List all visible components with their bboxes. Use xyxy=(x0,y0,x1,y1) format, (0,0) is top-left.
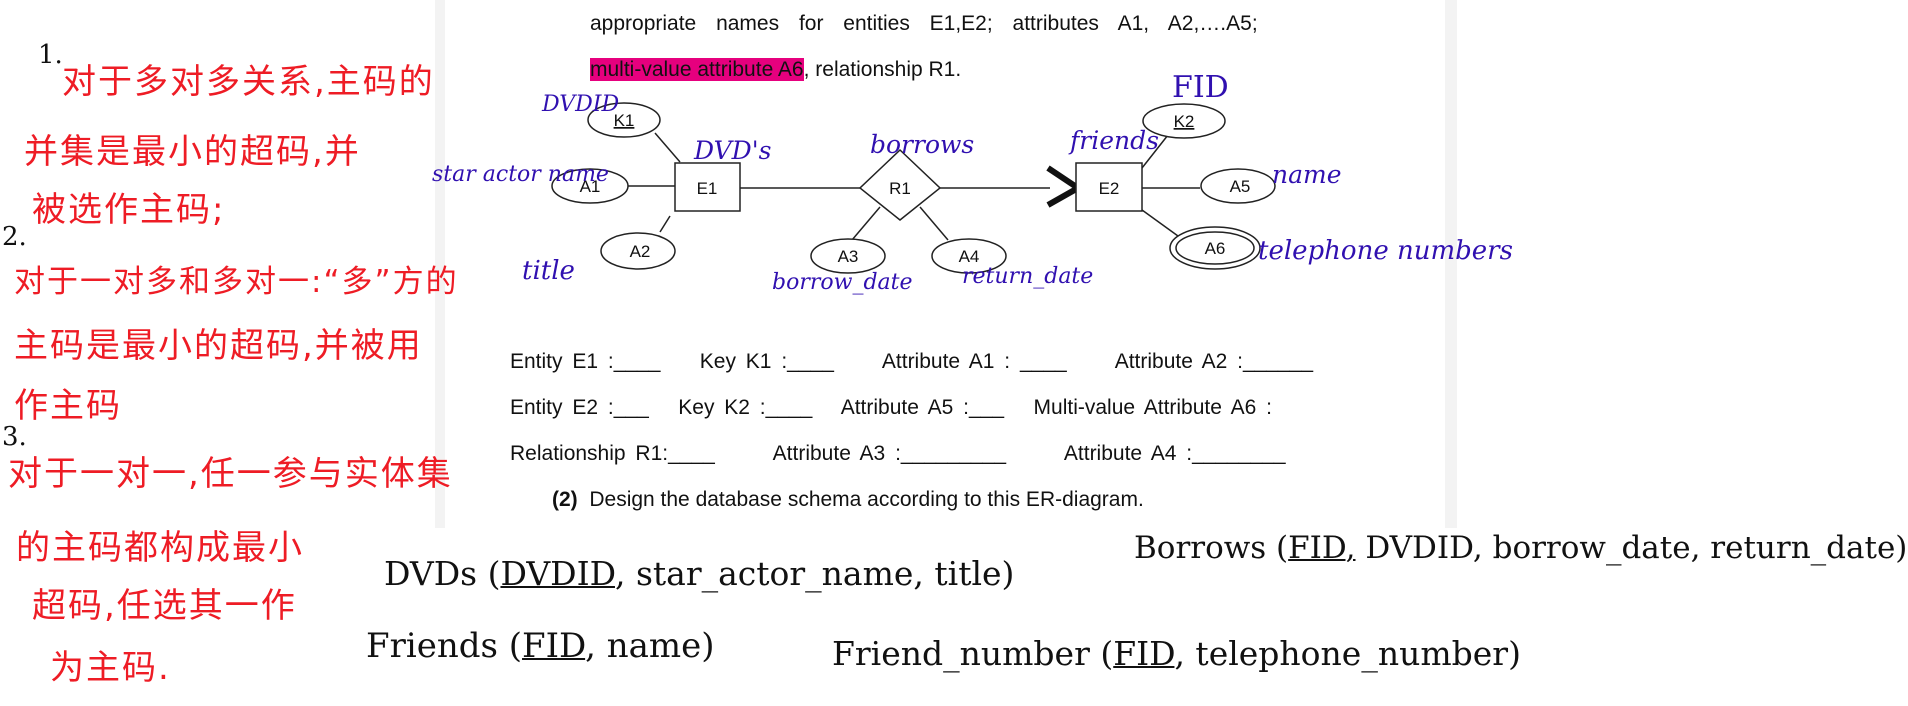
annotation-borrows: borrows xyxy=(870,130,975,159)
a2-connector xyxy=(659,215,671,233)
note-line-10: 为主码. xyxy=(50,648,171,688)
schema-dvds-key: DVDID xyxy=(500,554,615,593)
attr-k2-ellipse xyxy=(1142,103,1226,139)
form-attr-a6: Multi-value Attribute A6 : xyxy=(1033,396,1272,419)
highlighted-text: multi-value attribute A6 xyxy=(590,58,804,81)
attr-a3-ellipse xyxy=(810,238,886,274)
annotation-dvds: DVD's xyxy=(694,136,772,165)
a3-connector xyxy=(851,206,881,241)
attr-a6-label: A6 xyxy=(1205,239,1226,258)
schema-dvds-name: DVDs ( xyxy=(384,554,501,593)
schema-dvds: DVDs (DVDID, star_actor_name, title) xyxy=(384,554,1014,593)
form-attr-a3: Attribute A3 :_________ xyxy=(772,442,1007,465)
note-number-2: 2. xyxy=(2,222,27,252)
entity-e2-label: E2 xyxy=(1099,179,1120,198)
form-key-k2: Key K2 :____ xyxy=(678,396,813,419)
entity-e1-box xyxy=(674,162,741,212)
attr-a6-outer-ellipse xyxy=(1169,226,1261,270)
attr-a3-label: A3 xyxy=(838,247,859,266)
schema-friends-key: FID xyxy=(522,626,586,666)
a4-connector xyxy=(919,206,949,241)
schema-friend-number-key: FID xyxy=(1113,634,1175,673)
note-line-3: 被选作主码; xyxy=(32,190,226,230)
annotation-title: title xyxy=(522,256,575,286)
intro-line-2-rest: , relationship R1. xyxy=(803,58,962,81)
schema-borrows-name: Borrows ( xyxy=(1134,530,1289,566)
entity-e1-label: E1 xyxy=(697,179,718,198)
form-attr-a5: Attribute A5 :___ xyxy=(840,396,1004,419)
form-entity-e2: Entity E2 :___ xyxy=(510,396,649,419)
attr-k1-label: K1 xyxy=(614,111,635,130)
form-attr-a2: Attribute A2 :______ xyxy=(1114,350,1314,373)
annotation-borrow-date: borrow_date xyxy=(772,270,913,295)
annotation-friends: friends xyxy=(1070,126,1159,155)
intro-line-1: appropriate names for entities E1,E2; at… xyxy=(590,12,1258,35)
arrow-head-icon xyxy=(1046,165,1084,208)
schema-friend-number: Friend_number (FID, telephone_number) xyxy=(832,634,1521,673)
relationship-r1-diamond xyxy=(858,148,942,221)
relationship-r1-label: R1 xyxy=(889,179,911,198)
attr-a1-ellipse xyxy=(551,168,629,204)
schema-borrows: Borrows (FID, DVDID, borrow_date, return… xyxy=(1134,530,1907,566)
attr-a2-ellipse xyxy=(600,232,676,270)
attr-a2-label: A2 xyxy=(630,242,651,261)
question-line: (2) Design the database schema according… xyxy=(552,488,1144,512)
form-relationship-r1: Relationship R1:____ xyxy=(510,442,715,465)
note-line-1: 对于多对多关系,主码的 xyxy=(62,62,435,102)
schema-friend-number-name: Friend_number ( xyxy=(832,634,1114,673)
a6-connector xyxy=(1141,209,1179,237)
form-attr-a4: Attribute A4 :________ xyxy=(1063,442,1286,465)
schema-friend-number-rest: , telephone_number) xyxy=(1174,634,1521,673)
attr-k2-label: K2 xyxy=(1174,112,1195,131)
annotation-dvdid: DVDID xyxy=(542,92,620,117)
note-number-3: 3. xyxy=(2,422,27,452)
k2-connector xyxy=(1141,134,1169,169)
annotation-fid: FID xyxy=(1172,70,1229,105)
schema-friends: Friends (FID, name) xyxy=(366,626,715,666)
note-line-9: 超码,任选其一作 xyxy=(32,586,297,626)
attr-a5-label: A5 xyxy=(1230,177,1251,196)
schema-borrows-key: FID, xyxy=(1288,530,1356,566)
form-attr-a1: Attribute A1 : ____ xyxy=(881,350,1067,373)
attr-a6-inner-ellipse xyxy=(1175,231,1255,265)
note-line-2: 并集是最小的超码,并 xyxy=(24,132,361,172)
form-row-1: Entity E1 :____ Key K1 :____ Attribute A… xyxy=(510,350,1313,374)
note-line-4: 对于一对多和多对一:“多”方的 xyxy=(14,264,459,300)
note-line-6: 作主码 xyxy=(14,386,122,426)
question-text: Design the database schema according to … xyxy=(589,488,1144,511)
entity-e2-box xyxy=(1075,162,1143,212)
schema-borrows-rest: DVDID, borrow_date, return_date) xyxy=(1355,530,1908,566)
annotation-star-actor: star actor name xyxy=(432,162,609,187)
intro-line-2: multi-value attribute A6, relationship R… xyxy=(590,58,961,82)
form-row-2: Entity E2 :___ Key K2 :____ Attribute A5… xyxy=(510,396,1272,420)
question-number: (2) xyxy=(552,488,578,511)
attr-k1-ellipse xyxy=(587,102,661,138)
annotation-telephone: telephone numbers xyxy=(1258,236,1513,266)
attr-a1-label: A1 xyxy=(580,177,601,196)
schema-friends-rest: , name) xyxy=(585,626,715,666)
attr-a4-label: A4 xyxy=(959,247,980,266)
annotation-return-date: return_date xyxy=(962,264,1094,289)
form-entity-e1: Entity E1 :____ xyxy=(510,350,661,373)
note-line-8: 的主码都构成最小 xyxy=(16,528,304,568)
attr-a5-ellipse xyxy=(1200,168,1276,204)
form-row-3: Relationship R1:____ Attribute A3 :_____… xyxy=(510,442,1286,466)
schema-friends-name: Friends ( xyxy=(366,626,523,666)
k1-connector xyxy=(654,132,681,163)
attr-a4-ellipse xyxy=(931,238,1007,274)
annotation-name: name xyxy=(1272,160,1342,189)
note-number-1: 1. xyxy=(38,40,63,70)
note-line-5: 主码是最小的超码,并被用 xyxy=(14,326,423,366)
form-key-k1: Key K1 :____ xyxy=(699,350,834,373)
schema-dvds-rest: , star_actor_name, title) xyxy=(614,554,1015,593)
note-line-7: 对于一对一,任一参与实体集 xyxy=(8,454,453,494)
